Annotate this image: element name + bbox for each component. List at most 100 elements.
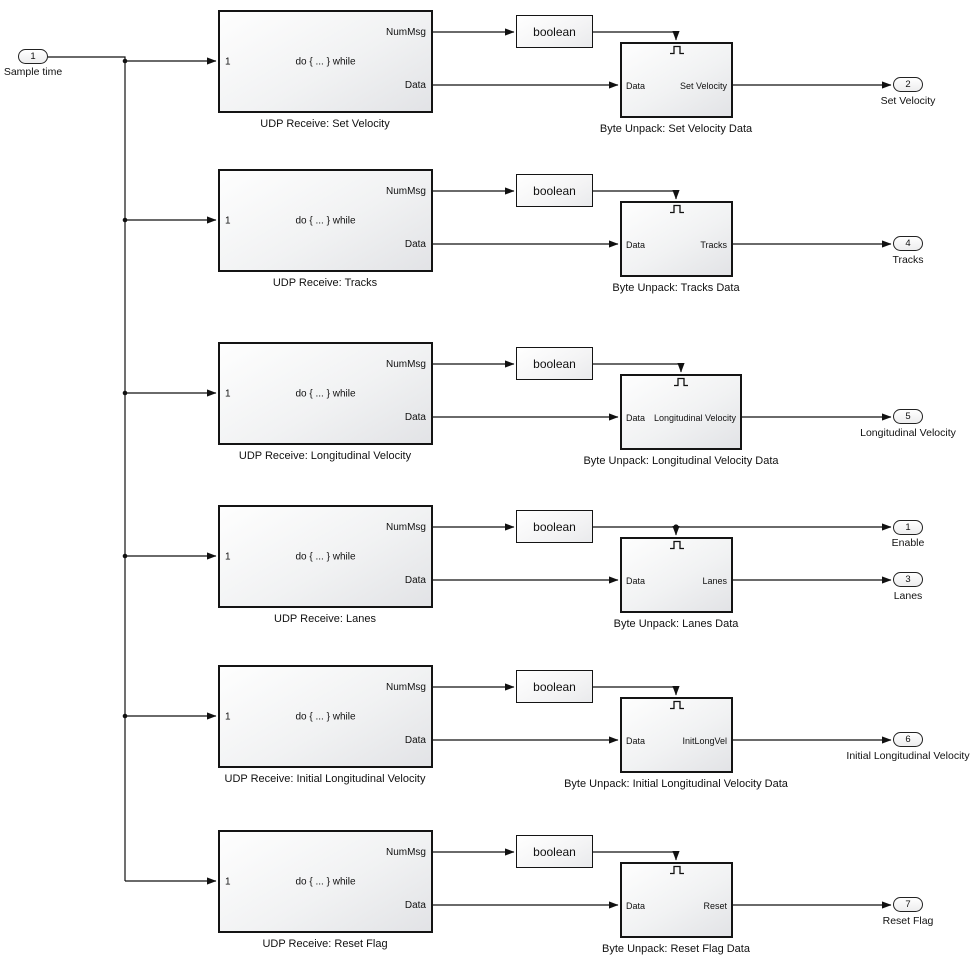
boolean-block-lanes[interactable]: boolean xyxy=(516,510,593,543)
data-port-label: Data xyxy=(404,900,426,911)
udp-receive-longitudinal-velocity-block[interactable]: 1 do { ... } while NumMsg Data xyxy=(218,342,433,445)
unpack-data-in-label: Data xyxy=(626,81,646,91)
outport-reset-flag[interactable]: 7 xyxy=(893,897,923,912)
udp-block-caption: UDP Receive: Set Velocity xyxy=(260,118,390,130)
trigger-icon xyxy=(669,204,684,214)
outport-number: 6 xyxy=(905,734,911,745)
nummsg-port-label: NumMsg xyxy=(385,682,426,693)
udp-block-caption: UDP Receive: Longitudinal Velocity xyxy=(238,450,412,462)
udp-input-port-label: 1 xyxy=(225,56,231,67)
udp-receive-tracks-block[interactable]: 1 do { ... } while NumMsg Data xyxy=(218,169,433,272)
boolean-label: boolean xyxy=(533,679,576,694)
outport-lanes[interactable]: 3 xyxy=(893,572,923,587)
trigger-icon xyxy=(669,45,684,55)
boolean-label: boolean xyxy=(533,24,576,39)
boolean-block-reset-flag[interactable]: boolean xyxy=(516,835,593,868)
unpack-out-label: Longitudinal Velocity xyxy=(653,413,736,423)
byte-unpack-initial-longitudinal-velocity-block[interactable]: Data InitLongVel xyxy=(620,697,733,773)
nummsg-port-label: NumMsg xyxy=(385,847,426,858)
udp-body-label: do { ... } while xyxy=(295,551,356,562)
udp-body-label: do { ... } while xyxy=(295,215,356,226)
udp-body-label: do { ... } while xyxy=(295,876,356,887)
unpack-out-label: Lanes xyxy=(702,576,727,586)
outport-label: Set Velocity xyxy=(880,95,936,107)
inport-sample-time[interactable]: 1 xyxy=(18,49,48,64)
udp-body-label: do { ... } while xyxy=(295,388,356,399)
data-port-label: Data xyxy=(404,80,426,91)
unpack-data-in-label: Data xyxy=(626,736,646,746)
udp-input-port-label: 1 xyxy=(225,215,231,226)
data-port-label: Data xyxy=(404,412,426,423)
udp-body-label: do { ... } while xyxy=(295,56,356,67)
outport-number: 1 xyxy=(905,522,911,533)
udp-body-label: do { ... } while xyxy=(295,711,356,722)
data-port-label: Data xyxy=(404,239,426,250)
unpack-data-in-label: Data xyxy=(626,901,646,911)
data-port-label: Data xyxy=(404,735,426,746)
unpack-data-in-label: Data xyxy=(626,413,646,423)
outport-number: 3 xyxy=(905,574,911,585)
byte-unpack-reset-flag-block[interactable]: Data Reset xyxy=(620,862,733,938)
boolean-label: boolean xyxy=(533,183,576,198)
trigger-icon xyxy=(669,865,684,875)
boolean-label: boolean xyxy=(533,356,576,371)
trigger-icon xyxy=(669,540,684,550)
unpack-block-caption: Byte Unpack: Lanes Data xyxy=(613,618,739,630)
udp-receive-reset-flag-block[interactable]: 1 do { ... } while NumMsg Data xyxy=(218,830,433,933)
outport-set-velocity[interactable]: 2 xyxy=(893,77,923,92)
udp-block-caption: UDP Receive: Lanes xyxy=(274,613,376,625)
boolean-label: boolean xyxy=(533,519,576,534)
udp-block-caption: UDP Receive: Tracks xyxy=(272,277,378,289)
data-port-label: Data xyxy=(404,575,426,586)
unpack-block-caption: Byte Unpack: Initial Longitudinal Veloci… xyxy=(564,778,788,790)
nummsg-port-label: NumMsg xyxy=(385,27,426,38)
unpack-out-label: Reset xyxy=(703,901,727,911)
udp-block-caption: UDP Receive: Reset Flag xyxy=(262,938,388,950)
byte-unpack-set-velocity-block[interactable]: Data Set Velocity xyxy=(620,42,733,118)
udp-input-port-label: 1 xyxy=(225,711,231,722)
unpack-out-label: Set Velocity xyxy=(679,81,727,91)
outport-label: Initial Longitudinal Velocity xyxy=(846,750,970,762)
inport-label: Sample time xyxy=(3,66,63,78)
unpack-out-label: InitLongVel xyxy=(682,736,727,746)
outport-label: Longitudinal Velocity xyxy=(860,427,956,439)
outport-label: Enable xyxy=(891,537,925,549)
byte-unpack-tracks-block[interactable]: Data Tracks xyxy=(620,201,733,277)
boolean-block-initial-longitudinal-velocity[interactable]: boolean xyxy=(516,670,593,703)
nummsg-port-label: NumMsg xyxy=(385,186,426,197)
udp-receive-lanes-block[interactable]: 1 do { ... } while NumMsg Data xyxy=(218,505,433,608)
boolean-block-set-velocity[interactable]: boolean xyxy=(516,15,593,48)
trigger-icon xyxy=(674,377,688,387)
udp-input-port-label: 1 xyxy=(225,876,231,887)
outport-label: Reset Flag xyxy=(882,915,934,927)
outport-number: 7 xyxy=(905,899,911,910)
udp-receive-initial-longitudinal-velocity-block[interactable]: 1 do { ... } while NumMsg Data xyxy=(218,665,433,768)
nummsg-port-label: NumMsg xyxy=(385,359,426,370)
outport-initial-longitudinal-velocity[interactable]: 6 xyxy=(893,732,923,747)
boolean-block-tracks[interactable]: boolean xyxy=(516,174,593,207)
nummsg-port-label: NumMsg xyxy=(385,522,426,533)
udp-receive-set-velocity-block[interactable]: 1 do { ... } while NumMsg Data xyxy=(218,10,433,113)
byte-unpack-lanes-block[interactable]: Data Lanes xyxy=(620,537,733,613)
boolean-block-longitudinal-velocity[interactable]: boolean xyxy=(516,347,593,380)
unpack-block-caption: Byte Unpack: Reset Flag Data xyxy=(602,943,750,955)
outport-label: Tracks xyxy=(892,254,924,266)
byte-unpack-longitudinal-velocity-block[interactable]: Data Longitudinal Velocity xyxy=(620,374,742,450)
boolean-label: boolean xyxy=(533,844,576,859)
udp-input-port-label: 1 xyxy=(225,388,231,399)
outport-number: 4 xyxy=(905,238,911,249)
unpack-data-in-label: Data xyxy=(626,576,646,586)
udp-block-caption: UDP Receive: Initial Longitudinal Veloci… xyxy=(224,773,426,785)
unpack-block-caption: Byte Unpack: Longitudinal Velocity Data xyxy=(583,455,779,467)
unpack-data-in-label: Data xyxy=(626,240,646,250)
inport-number: 1 xyxy=(30,51,36,62)
outport-tracks[interactable]: 4 xyxy=(893,236,923,251)
unpack-out-label: Tracks xyxy=(700,240,727,250)
unpack-block-caption: Byte Unpack: Tracks Data xyxy=(612,282,740,294)
outport-enable[interactable]: 1 xyxy=(893,520,923,535)
outport-number: 5 xyxy=(905,411,911,422)
outport-longitudinal-velocity[interactable]: 5 xyxy=(893,409,923,424)
udp-input-port-label: 1 xyxy=(225,551,231,562)
